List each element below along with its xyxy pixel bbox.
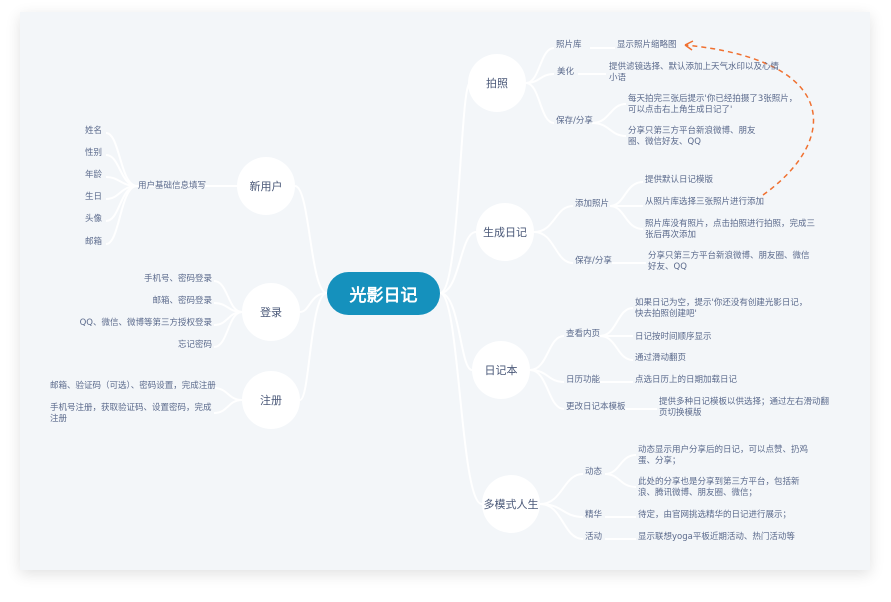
leaf-node[interactable]: 分享只第三方平台新浪微博、朋友圈、微信好友、QQ: [648, 251, 810, 272]
sub-node[interactable]: 添加照片: [575, 199, 610, 209]
leaf-node[interactable]: 待定，由官网挑选精华的日记进行展示；: [638, 510, 792, 520]
sub-node[interactable]: 更改日记本模板: [566, 402, 626, 412]
leaf-node[interactable]: 通过滑动翻页: [635, 353, 687, 363]
sub-node[interactable]: 用户基础信息填写: [138, 181, 207, 191]
leaf-node[interactable]: 点选日历上的日期加载日记: [635, 375, 738, 385]
leaf-node[interactable]: 手机号、密码登录: [143, 274, 212, 284]
node-new-user[interactable]: 新用户: [237, 157, 295, 215]
sub-node[interactable]: 日历功能: [566, 375, 601, 385]
node-register[interactable]: 注册: [242, 371, 300, 429]
sub-node[interactable]: 查看内页: [566, 329, 601, 339]
sub-node[interactable]: 活动: [585, 532, 603, 542]
leaf-node[interactable]: 性别: [85, 148, 103, 158]
sub-node[interactable]: 美化: [557, 67, 575, 77]
leaf-node[interactable]: 提供滤镜选择、默认添加上天气水印以及心情小语: [609, 62, 780, 83]
dashed-arrow: [684, 44, 815, 196]
leaf-node[interactable]: 手机号注册，获取验证码、设置密码，完成注册: [50, 403, 212, 424]
node-login[interactable]: 登录: [242, 283, 300, 341]
sub-node[interactable]: 保存/分享: [575, 256, 612, 266]
leaf-node[interactable]: 生日: [85, 192, 103, 202]
leaf-node[interactable]: 邮箱、密码登录: [152, 296, 212, 306]
leaf-node[interactable]: 动态显示用户分享后的日记，可以点赞、扔鸡蛋、分享；: [638, 445, 809, 466]
sub-node[interactable]: 照片库: [556, 40, 582, 50]
leaf-node[interactable]: 照片库没有照片，点击拍照进行拍照，完成三张后再次添加: [645, 219, 816, 240]
leaf-node[interactable]: 分享只第三方平台新浪微博、朋友圈、微信好友、QQ: [628, 126, 756, 147]
leaf-node[interactable]: 日记按时间顺序显示: [635, 332, 712, 342]
node-photo[interactable]: 拍照: [468, 54, 526, 112]
leaf-node[interactable]: 忘记密码: [177, 340, 212, 350]
leaf-node[interactable]: 邮箱、验证码（可选）、密码设置，完成注册: [50, 381, 216, 391]
leaf-node[interactable]: 每天拍完三张后提示'你已经拍摄了3张照片，可以点击右上角生成日记了': [628, 94, 798, 115]
leaf-node[interactable]: 头像: [85, 214, 103, 224]
leaf-node[interactable]: 姓名: [85, 126, 103, 136]
leaf-node[interactable]: 此处的分享也是分享到第三方平台，包括新浪、腾讯微博、朋友圈、微信；: [638, 477, 800, 498]
sub-node[interactable]: 动态: [585, 467, 603, 477]
node-generate-diary[interactable]: 生成日记: [476, 203, 534, 261]
central-node[interactable]: 光影日记: [327, 272, 440, 315]
leaf-node[interactable]: QQ、微信、微博等第三方授权登录: [79, 318, 212, 328]
leaf-node[interactable]: 年龄: [85, 170, 103, 180]
leaf-node[interactable]: 邮箱: [85, 237, 103, 247]
leaf-node[interactable]: 显示联想yoga平板近期活动、热门活动等: [638, 532, 795, 542]
node-multi-mode-life[interactable]: 多模式人生: [482, 475, 540, 533]
node-diary-book[interactable]: 日记本: [472, 341, 530, 399]
leaf-node[interactable]: 提供默认日记模版: [645, 175, 714, 185]
sub-node[interactable]: 精华: [585, 510, 603, 520]
sub-node[interactable]: 保存/分享: [556, 116, 593, 126]
leaf-node[interactable]: 如果日记为空，提示'你还没有创建光影日记，快去拍照创建吧': [635, 298, 808, 319]
leaf-node[interactable]: 显示照片缩略图: [617, 40, 677, 50]
leaf-node[interactable]: 从照片库选择三张照片进行添加: [645, 197, 765, 207]
leaf-node[interactable]: 提供多种日记模板以供选择；通过左右滑动翻页切换模版: [659, 397, 830, 418]
